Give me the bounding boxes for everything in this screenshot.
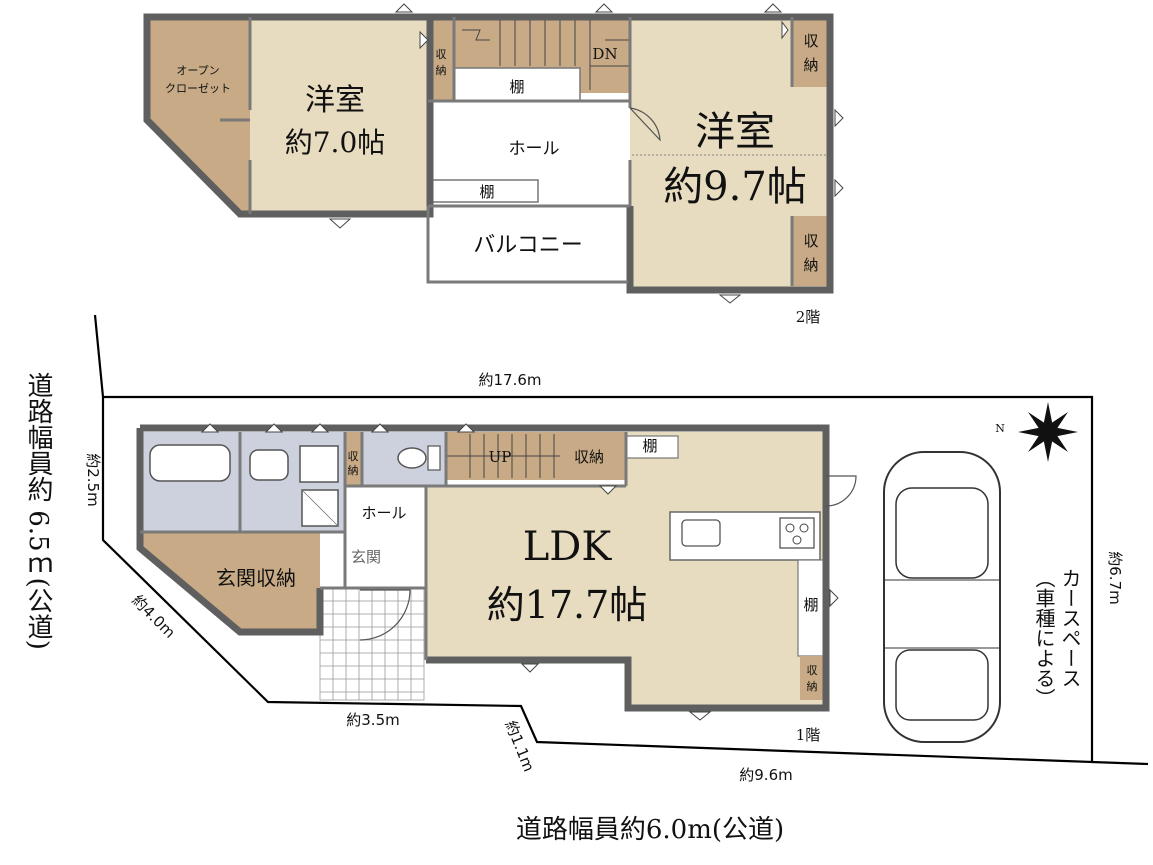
label-storage-2f-a-2: 納 xyxy=(436,64,447,77)
door-1f-entrance xyxy=(359,589,411,641)
stair-1f-treads xyxy=(446,434,560,478)
sink-icon xyxy=(249,449,289,481)
label-dn: DN xyxy=(592,45,617,63)
toilet-icon xyxy=(397,447,427,469)
label-hall-1f: ホール xyxy=(361,504,406,522)
dim-top: 約17.6m xyxy=(478,371,541,389)
label-western2-size: 約9.7帖 xyxy=(663,164,807,210)
label-storage-1f-small-1: 収 xyxy=(348,450,359,463)
balcony-wall xyxy=(426,206,628,284)
dim-right: 約6.7m xyxy=(1106,551,1124,604)
storage-2f-c-area xyxy=(792,216,830,286)
label-western1-size: 約7.0帖 xyxy=(285,126,386,159)
label-storage-1f-side-2: 納 xyxy=(807,680,818,693)
labels: オープン クローゼット 洋室 約7.0帖 収 納 棚 DN ホール 棚 バルコニ… xyxy=(23,32,1124,845)
label-storage-2f-b-1: 収 xyxy=(803,32,818,50)
stove-icon xyxy=(779,517,815,549)
western-room-1-area xyxy=(250,17,430,214)
ldk-area xyxy=(426,432,826,706)
label-shelf-top: 棚 xyxy=(509,78,524,96)
bathtub-icon xyxy=(149,444,231,482)
label-ldk-size: 約17.7帖 xyxy=(487,583,648,627)
storage-1f-side-area xyxy=(800,656,824,700)
label-shelf-side: 棚 xyxy=(803,596,818,614)
label-hall-2f: ホール xyxy=(509,139,560,159)
floor2-outer-wall-left xyxy=(143,13,434,218)
road-left: 道路幅員約 6.5ｍ(公道) xyxy=(23,372,53,650)
storage-2f-b-area xyxy=(792,17,830,87)
kitchen-sink-icon xyxy=(681,519,721,547)
label-carspace: カースペース xyxy=(1058,568,1082,688)
label-storage-2f-b-2: 納 xyxy=(803,56,818,74)
balcony-area xyxy=(428,206,628,282)
label-storage-2f-c-1: 収 xyxy=(803,232,818,250)
label-storage-1f-side-1: 収 xyxy=(807,664,818,677)
label-storage-stair: 収納 xyxy=(574,448,604,466)
label-storage-2f-a-1: 収 xyxy=(436,48,447,61)
car-icon xyxy=(883,451,1001,743)
label-shelf-ldk: 棚 xyxy=(642,437,657,455)
label-storage-1f-small-2: 納 xyxy=(348,464,359,477)
windows-1f xyxy=(200,423,839,721)
label-storage-2f-c-2: 納 xyxy=(803,256,818,274)
door-1f-ldk xyxy=(825,475,857,507)
label-genkan-storage: 玄関収納 xyxy=(216,566,296,590)
label-balcony: バルコニー xyxy=(473,233,583,258)
dim-left-upper: 約2.5m xyxy=(84,453,102,506)
floor2-plan xyxy=(143,3,844,304)
shelf-1f-side-area xyxy=(797,559,825,657)
dim-bottom-right: 約9.6m xyxy=(739,766,792,784)
genkan-storage-area xyxy=(140,532,320,632)
dim-left-lower: 約4.0m xyxy=(128,591,179,642)
label-western1-name: 洋室 xyxy=(305,83,365,118)
dim-bottom-step: 約1.1m xyxy=(501,718,538,774)
label-open-closet-2: クローゼット xyxy=(165,82,231,95)
storage-1f-small-area xyxy=(345,432,362,486)
label-floor2: 2階 xyxy=(796,308,821,326)
label-ldk-name: LDK xyxy=(523,524,613,570)
label-western2-name: 洋室 xyxy=(695,109,775,155)
label-floor1: 1階 xyxy=(796,726,821,744)
compass-icon xyxy=(1018,402,1078,462)
site-boundary xyxy=(93,314,1094,764)
label-entrance: 玄関 xyxy=(351,548,381,566)
dim-bottom-left: 約3.5m xyxy=(346,711,399,729)
floor2-outer-wall-right xyxy=(430,13,834,294)
label-shelf-hall: 棚 xyxy=(479,183,494,201)
door-2f-west2 xyxy=(629,107,661,142)
label-compass-n: N xyxy=(995,422,1005,435)
entrance-area xyxy=(345,536,423,588)
label-open-closet-1: オープン xyxy=(176,64,219,77)
road-bottom: 道路幅員約6.0m(公道) xyxy=(516,815,784,845)
floor1-outer-wall xyxy=(140,424,830,712)
label-carspace-sub: （車種による） xyxy=(1032,568,1056,708)
washer-icon xyxy=(299,445,339,483)
label-up: UP xyxy=(489,448,512,466)
open-closet-area xyxy=(147,17,250,214)
hall-1f-area xyxy=(345,486,423,536)
windows-2f xyxy=(328,3,844,304)
floor1-plan xyxy=(93,314,1149,766)
stair-2f-treads xyxy=(462,20,630,90)
